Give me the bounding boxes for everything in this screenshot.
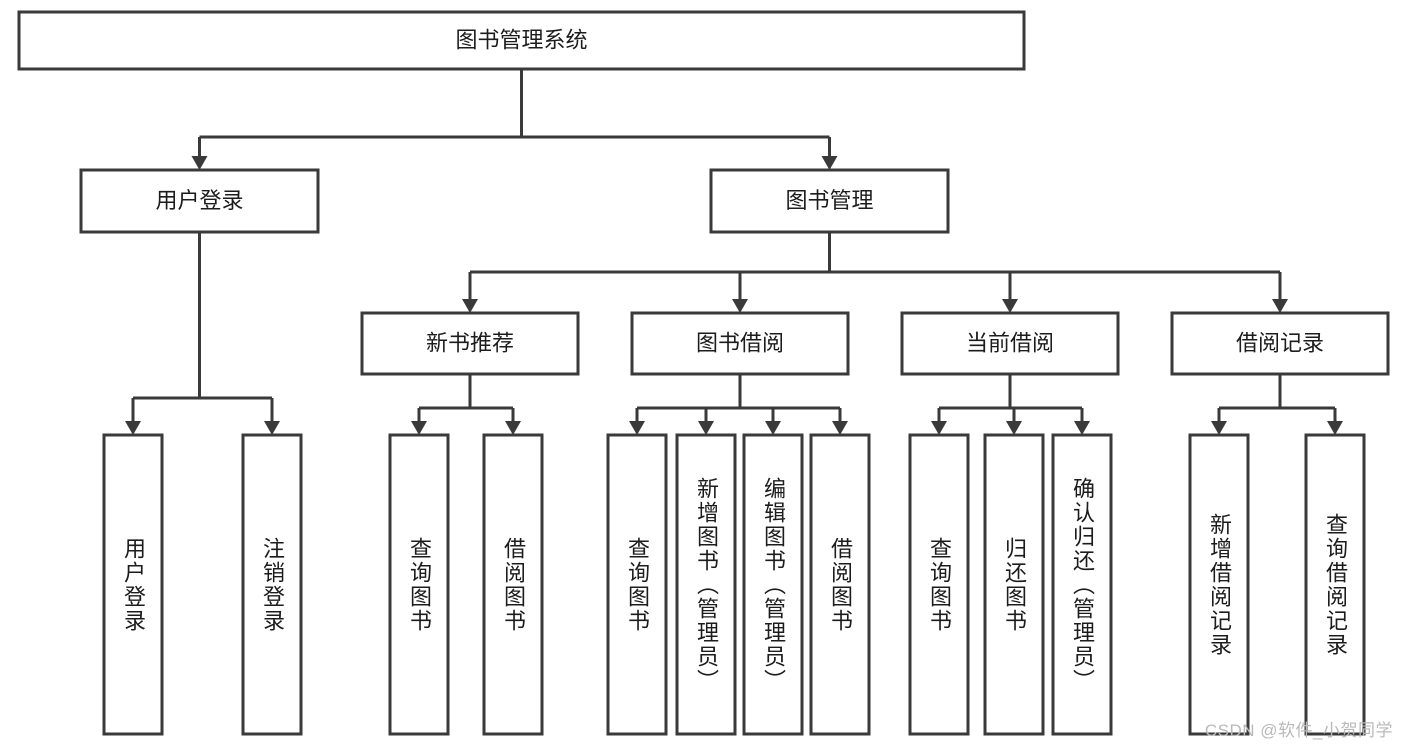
node-label-book-borrow: 图书借阅 [696, 330, 784, 355]
node-box-leaf-borrow-book-1 [482, 433, 544, 736]
node-box-leaf-user-login [102, 433, 164, 736]
node-label-wrap-leaf-user-login: 用户登录 [121, 536, 146, 633]
node-label-wrap-leaf-query-book-3: 查询图书 [927, 536, 952, 633]
node-label-leaf-confirm-return: 确认归还（管理员） [1070, 476, 1095, 693]
node-leaf-borrow-book-1[interactable]: 借阅图书 [482, 433, 544, 736]
node-root[interactable]: 图书管理系统 [17, 10, 1026, 71]
node-label-wrap-leaf-edit-book: 编辑图书（管理员） [761, 476, 786, 693]
node-book-manage[interactable]: 图书管理 [709, 168, 950, 234]
node-leaf-add-record[interactable]: 新增借阅记录 [1188, 433, 1250, 736]
node-leaf-query-book-3[interactable]: 查询图书 [908, 433, 970, 736]
node-box-user-login [79, 168, 320, 234]
node-user-login[interactable]: 用户登录 [79, 168, 320, 234]
node-label-wrap-leaf-borrow-book-1: 借阅图书 [501, 536, 526, 633]
node-label-wrap-leaf-query-book-1: 查询图书 [407, 536, 432, 633]
arrow-head-icon [1327, 421, 1343, 435]
node-label-leaf-edit-book: 编辑图书（管理员） [761, 476, 786, 693]
node-label-leaf-query-book-3: 查询图书 [927, 536, 952, 633]
node-box-book-borrow [630, 311, 850, 376]
node-box-root [17, 10, 1026, 71]
arrow-head-icon [931, 421, 947, 435]
node-label-borrow-record: 借阅记录 [1236, 330, 1324, 355]
node-leaf-return-book[interactable]: 归还图书 [983, 433, 1045, 736]
node-label-wrap-leaf-borrow-book-2: 借阅图书 [828, 536, 853, 633]
node-label-leaf-borrow-book-2: 借阅图书 [828, 536, 853, 633]
node-label-leaf-query-record: 查询借阅记录 [1323, 512, 1348, 657]
node-label-leaf-add-book: 新增图书（管理员） [694, 476, 719, 693]
node-label-root: 图书管理系统 [455, 27, 587, 52]
arrow-head-icon [125, 421, 141, 435]
node-box-leaf-return-book [983, 433, 1045, 736]
node-box-leaf-add-record [1188, 433, 1250, 736]
arrow-head-icon [191, 156, 208, 170]
node-leaf-confirm-return[interactable]: 确认归还（管理员） [1051, 433, 1113, 736]
node-leaf-edit-book[interactable]: 编辑图书（管理员） [742, 433, 804, 736]
node-box-leaf-query-book-1 [388, 433, 450, 736]
node-box-leaf-query-book-3 [908, 433, 970, 736]
node-box-new-book-rec [360, 311, 580, 376]
arrow-head-icon [832, 421, 848, 435]
arrow-head-icon [505, 421, 521, 435]
node-label-wrap-leaf-query-book-2: 查询图书 [625, 536, 650, 633]
node-new-book-rec[interactable]: 新书推荐 [360, 311, 580, 376]
node-leaf-query-book-1[interactable]: 查询图书 [388, 433, 450, 736]
node-leaf-user-login[interactable]: 用户登录 [102, 433, 164, 736]
node-label-leaf-return-book: 归还图书 [1002, 536, 1027, 633]
node-leaf-add-book[interactable]: 新增图书（管理员） [675, 433, 737, 736]
node-box-leaf-add-book [675, 433, 737, 736]
arrow-head-icon [821, 156, 838, 170]
node-box-leaf-confirm-return [1051, 433, 1113, 736]
node-label-wrap-leaf-logout-login: 注销登录 [260, 536, 285, 633]
arrow-head-icon [1211, 421, 1227, 435]
node-box-leaf-borrow-book-2 [809, 433, 871, 736]
arrow-head-icon [411, 421, 427, 435]
node-borrow-record[interactable]: 借阅记录 [1170, 311, 1390, 376]
node-leaf-borrow-book-2[interactable]: 借阅图书 [809, 433, 871, 736]
node-leaf-logout-login[interactable]: 注销登录 [241, 433, 303, 736]
arrow-head-icon [629, 421, 645, 435]
node-box-book-manage [709, 168, 950, 234]
node-label-leaf-borrow-book-1: 借阅图书 [501, 536, 526, 633]
node-box-leaf-query-record [1304, 433, 1366, 736]
node-box-leaf-edit-book [742, 433, 804, 736]
node-label-current-borrow: 当前借阅 [966, 330, 1054, 355]
arrow-head-icon [1074, 421, 1090, 435]
arrow-head-icon [732, 299, 748, 313]
node-leaf-query-book-2[interactable]: 查询图书 [606, 433, 668, 736]
arrow-head-icon [1272, 299, 1288, 313]
node-box-borrow-record [1170, 311, 1390, 376]
node-label-leaf-add-record: 新增借阅记录 [1207, 512, 1232, 657]
arrow-head-icon [264, 421, 280, 435]
node-box-leaf-query-book-2 [606, 433, 668, 736]
connector-layer [125, 69, 1343, 435]
arrow-head-icon [698, 421, 714, 435]
node-box-leaf-logout-login [241, 433, 303, 736]
node-label-wrap-leaf-add-book: 新增图书（管理员） [694, 476, 719, 693]
node-label-user-login: 用户登录 [155, 188, 243, 213]
node-leaf-query-record[interactable]: 查询借阅记录 [1304, 433, 1366, 736]
node-label-book-manage: 图书管理 [785, 188, 873, 213]
arrow-head-icon [462, 299, 478, 313]
node-label-leaf-query-book-1: 查询图书 [407, 536, 432, 633]
node-label-leaf-logout-login: 注销登录 [260, 536, 285, 633]
arrow-head-icon [1006, 421, 1022, 435]
node-label-wrap-leaf-query-record: 查询借阅记录 [1323, 512, 1348, 657]
node-box-current-borrow [900, 311, 1120, 376]
arrow-head-icon [1002, 299, 1018, 313]
node-label-new-book-rec: 新书推荐 [426, 330, 514, 355]
node-current-borrow[interactable]: 当前借阅 [900, 311, 1120, 376]
node-book-borrow[interactable]: 图书借阅 [630, 311, 850, 376]
node-label-leaf-user-login: 用户登录 [121, 536, 146, 633]
node-label-wrap-leaf-return-book: 归还图书 [1002, 536, 1027, 633]
node-label-wrap-leaf-add-record: 新增借阅记录 [1207, 512, 1232, 657]
arrow-head-icon [765, 421, 781, 435]
node-label-wrap-leaf-confirm-return: 确认归还（管理员） [1070, 476, 1095, 693]
node-layer: 图书管理系统用户登录图书管理新书推荐图书借阅当前借阅借阅记录用户登录注销登录查询… [17, 10, 1390, 736]
node-label-leaf-query-book-2: 查询图书 [625, 536, 650, 633]
